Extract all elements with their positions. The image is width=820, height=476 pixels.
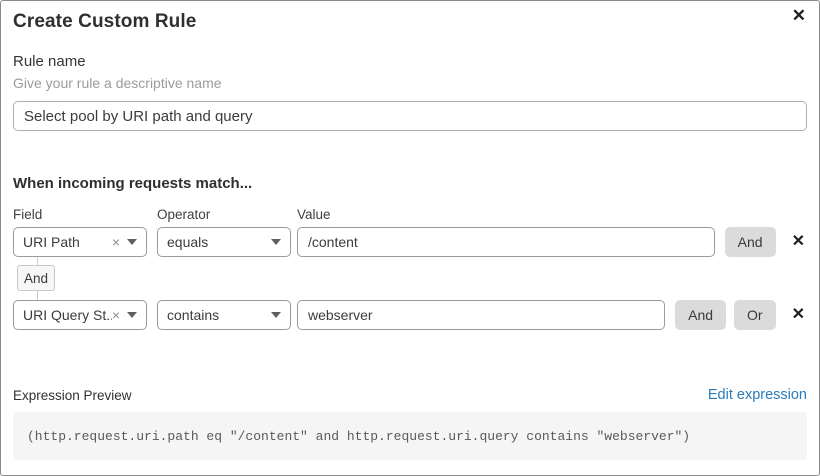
rule-name-label: Rule name (13, 53, 86, 70)
and-button[interactable]: And (724, 227, 776, 257)
value-input[interactable] (297, 227, 715, 257)
operator-column-label: Operator (157, 207, 211, 222)
expression-preview-header: Expression Preview Edit expression (13, 387, 807, 403)
value-column-label: Value (297, 207, 331, 222)
condition-connector: And (13, 257, 807, 300)
expression-preview-label: Expression Preview (13, 387, 132, 403)
connector-and-badge[interactable]: And (17, 265, 55, 291)
operator-select-value: equals (167, 234, 209, 250)
value-input[interactable] (297, 300, 666, 330)
expression-code-block: (http.request.uri.path eq "/content" and… (13, 412, 807, 460)
remove-condition-icon[interactable]: ✕ (791, 233, 805, 250)
clear-icon[interactable]: × (111, 234, 120, 250)
match-section-heading: When incoming requests match... (13, 175, 253, 192)
operator-select-value: contains (167, 307, 220, 323)
chevron-down-icon (271, 239, 281, 245)
close-icon[interactable]: ✕ (791, 6, 806, 25)
field-select-value: URI Path (23, 234, 80, 250)
rule-name-input[interactable] (13, 101, 807, 131)
chevron-down-icon (127, 312, 137, 318)
field-select[interactable]: URI Query St... × (13, 300, 147, 330)
condition-column-labels: Field Operator Value (13, 207, 807, 222)
chevron-down-icon (127, 239, 137, 245)
operator-select[interactable]: contains (157, 300, 291, 330)
field-select[interactable]: URI Path × (13, 227, 147, 257)
or-button[interactable]: Or (734, 300, 776, 330)
condition-row: URI Query St... × contains And Or ✕ (13, 300, 807, 330)
operator-select[interactable]: equals (157, 227, 291, 257)
clear-icon[interactable]: × (111, 307, 120, 323)
connector-line (37, 257, 38, 265)
field-select-value: URI Query St... (23, 307, 112, 323)
page-title: Create Custom Rule (13, 11, 197, 32)
edit-expression-link[interactable]: Edit expression (707, 387, 807, 403)
remove-condition-icon[interactable]: ✕ (791, 306, 805, 323)
connector-line (37, 291, 38, 300)
dialog-header: Create Custom Rule ✕ (13, 7, 807, 33)
rule-name-hint: Give your rule a descriptive name (13, 75, 222, 91)
condition-row: URI Path × equals And ✕ (13, 227, 807, 257)
and-button[interactable]: And (675, 300, 727, 330)
chevron-down-icon (271, 312, 281, 318)
field-column-label: Field (13, 207, 43, 222)
